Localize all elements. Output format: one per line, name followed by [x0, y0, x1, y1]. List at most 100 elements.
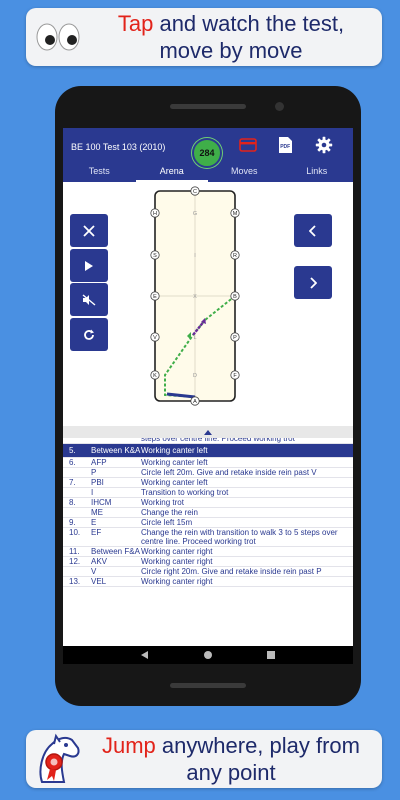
move-marker: V [91, 567, 97, 576]
tab-links[interactable]: Links [306, 166, 328, 176]
arena-letter: F [230, 370, 240, 380]
top-banner-highlight: Tap [117, 11, 154, 36]
arena-letter: A [190, 396, 200, 406]
svg-text:E: E [153, 294, 157, 300]
camera [275, 102, 284, 111]
tab-moves[interactable]: Moves [230, 166, 258, 176]
move-row[interactable]: ME Change the rein [63, 508, 353, 518]
speaker-bottom [170, 683, 246, 688]
move-description: Change the rein [141, 508, 198, 517]
top-banner-rest: and watch the test, move by move [153, 11, 345, 63]
move-description: Circle left 15m [141, 518, 193, 527]
play-button[interactable] [70, 249, 108, 282]
move-number: 8. [69, 498, 76, 507]
svg-text:D: D [193, 373, 197, 379]
speaker-top [170, 104, 246, 109]
arena-letter: D [193, 373, 197, 379]
move-marker: I [91, 488, 94, 497]
nav-home-icon[interactable] [203, 650, 213, 660]
tab-arena[interactable]: Arena [135, 164, 208, 182]
top-banner-text: Tap and watch the test, move by move [90, 10, 382, 64]
move-number [63, 567, 91, 576]
move-marker: IHCM [91, 498, 112, 507]
test-title: BE 100 Test 103 (2010) [71, 142, 166, 152]
move-description: Working canter left [141, 446, 208, 455]
nav-back-icon[interactable] [140, 650, 150, 660]
move-marker: VEL [91, 577, 107, 586]
move-marker: ME [91, 508, 103, 517]
arena-letter: V [150, 332, 160, 342]
arena-letter: E [150, 291, 160, 301]
app-bar: BE 100 Test 103 (2010) 284 PDF [63, 128, 353, 182]
tab-bar: Tests Arena Moves Links [63, 164, 353, 182]
svg-text:G: G [193, 211, 197, 217]
move-number: 12. [69, 557, 81, 566]
move-description: Working canter right [141, 547, 213, 556]
mute-button[interactable] [70, 283, 108, 316]
move-number: 10. [69, 528, 81, 537]
move-row[interactable]: 12. AKV Working canter right [63, 557, 353, 567]
restart-button[interactable] [70, 318, 108, 351]
arena-letter: C [190, 186, 200, 196]
phone-frame: BE 100 Test 103 (2010) 284 PDF [55, 86, 361, 706]
move-description: Circle left 20m. Give and retake inside … [141, 468, 317, 477]
move-marker: EF [91, 528, 102, 537]
arena-letter: P [230, 332, 240, 342]
move-marker [91, 438, 141, 443]
tab-tests[interactable]: Tests [88, 166, 110, 176]
ride-path-blue [166, 392, 196, 399]
close-button[interactable] [70, 214, 108, 247]
move-row[interactable]: V Circle right 20m. Give and retake insid… [63, 567, 353, 577]
move-marker: PBI [91, 478, 104, 487]
score-badge[interactable]: 284 [192, 138, 222, 168]
svg-text:S: S [153, 253, 157, 259]
previous-button[interactable] [294, 214, 332, 247]
svg-text:F: F [233, 373, 237, 379]
gear-icon[interactable] [315, 136, 333, 159]
arena-letter: X [193, 294, 197, 300]
move-description: Circle right 20m. Give and retake inside… [141, 567, 322, 576]
moves-list: steps over centre line. Proceed working … [63, 438, 353, 646]
collapse-toggle[interactable] [63, 426, 353, 438]
move-number: 5. [69, 446, 76, 455]
pdf-icon[interactable]: PDF [277, 136, 293, 159]
move-description: steps over centre line. Proceed working … [141, 438, 295, 443]
move-row[interactable]: steps over centre line. Proceed working … [63, 438, 353, 444]
svg-text:P: P [233, 335, 237, 341]
arena-letter: G [193, 211, 197, 217]
arena-letter: R [230, 250, 240, 260]
arena-letter: B [230, 291, 240, 301]
move-number [63, 508, 91, 517]
move-number: 6. [69, 458, 76, 467]
move-marker: E [91, 518, 97, 527]
horse-rosette-icon [26, 732, 90, 786]
move-marker: AKV [91, 557, 108, 566]
svg-text:C: C [193, 189, 197, 195]
svg-text:L: L [193, 335, 196, 341]
card-icon[interactable] [239, 138, 257, 157]
svg-text:R: R [233, 253, 237, 259]
move-description: Working canter left [141, 478, 208, 487]
next-button[interactable] [294, 266, 332, 299]
chevron-up-icon [204, 429, 212, 435]
svg-text:B: B [233, 294, 237, 300]
arena-letter: K [150, 370, 160, 380]
move-number: 11. [69, 547, 80, 556]
svg-text:K: K [153, 373, 157, 379]
arena-letter: H [150, 208, 160, 218]
move-description: Working canter right [141, 557, 213, 566]
move-number [63, 488, 91, 497]
move-marker: Between F&A [91, 547, 140, 556]
nav-recents-icon[interactable] [266, 650, 276, 660]
